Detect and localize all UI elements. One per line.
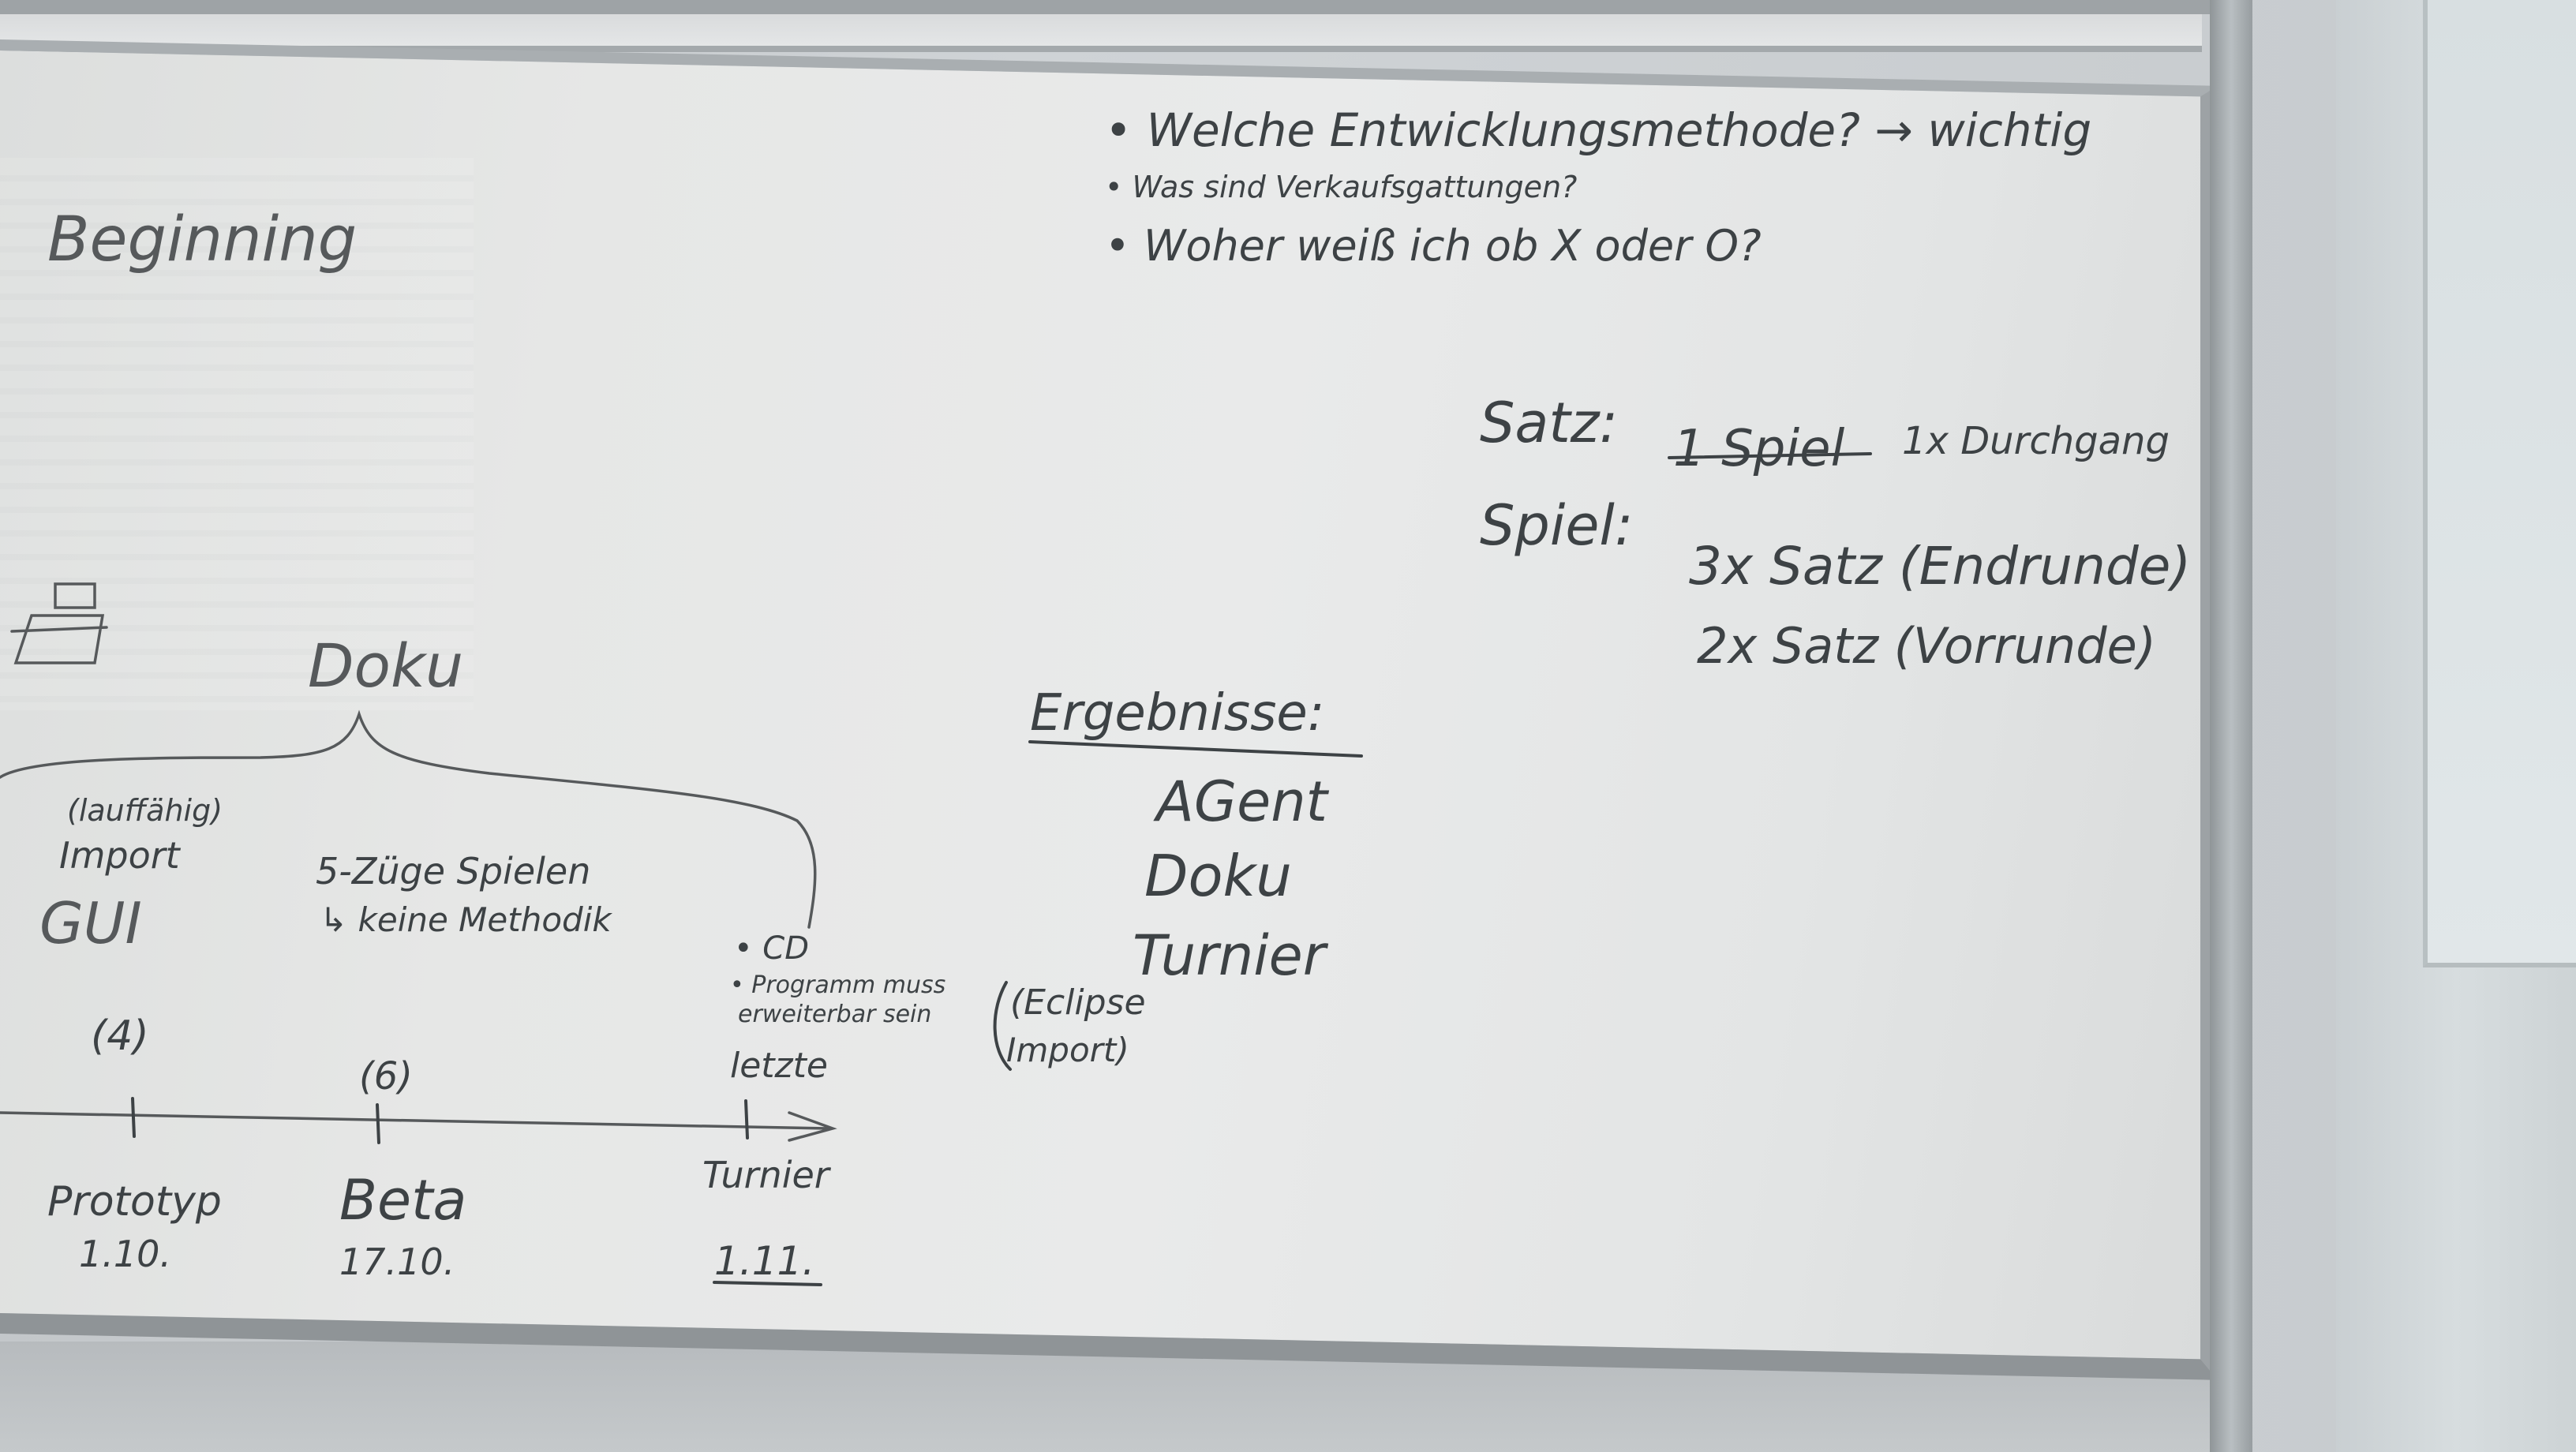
upper-board xyxy=(0,14,2202,52)
milestone-prototype-label: Prototyp xyxy=(47,1178,222,1226)
timeline-arrow xyxy=(0,1111,837,1142)
question-1: • Welche Entwicklungsmethode? → wichtig xyxy=(1105,103,2091,157)
milestone-beta-date: 17.10. xyxy=(339,1241,455,1283)
results-underline xyxy=(1028,740,1363,758)
board-top-rail xyxy=(0,0,2210,14)
results-item-doku: Doku xyxy=(1144,843,1292,909)
bracket-left xyxy=(993,981,1012,1071)
spiel-line-2: 2x Satz (Vorrunde) xyxy=(1697,617,2156,675)
timeline-tick xyxy=(744,1099,749,1140)
prototype-import: Import xyxy=(59,834,182,877)
results-item-agent: AGent xyxy=(1153,769,1330,834)
satz-value: 1x Durchgang xyxy=(1902,419,2170,463)
final-note-letzte: letzte xyxy=(730,1046,828,1086)
timeline-tick xyxy=(376,1103,380,1144)
question-3: • Woher weiß ich ob X oder O? xyxy=(1105,221,1762,271)
printer-doodle xyxy=(10,582,108,664)
final-note-eclipse: (Eclipse xyxy=(1010,982,1146,1023)
wall-panel xyxy=(2423,0,2576,967)
strike-through-line xyxy=(1668,452,1872,459)
milestone-turnier-label: Turnier xyxy=(702,1154,832,1196)
board-pole xyxy=(2210,0,2252,1452)
timeline-tick xyxy=(131,1097,136,1138)
question-2: • Was sind Verkaufsgattungen? xyxy=(1105,170,1577,204)
count-beta: (6) xyxy=(359,1054,413,1098)
prototype-gui: GUI xyxy=(39,890,142,956)
count-prototype: (4) xyxy=(91,1012,149,1060)
results-heading: Ergebnisse: xyxy=(1030,684,1324,743)
final-note-import: Import) xyxy=(1006,1031,1129,1069)
milestone-prototype-date: 1.10. xyxy=(79,1233,171,1275)
spiel-line-1: 3x Satz (Endrunde) xyxy=(1689,536,2191,597)
final-note-program-2: erweiterbar sein xyxy=(738,1001,931,1028)
milestone-turnier-date: 1.11. xyxy=(714,1238,814,1284)
doku-brace xyxy=(0,709,817,929)
satz-struck-text: 1 Spiel xyxy=(1673,420,1844,478)
doku-label: Doku xyxy=(308,631,463,701)
final-note-cd: • CD xyxy=(734,930,809,967)
beta-note-1: 5-Züge Spielen xyxy=(316,850,590,893)
beta-note-2: ↳ keine Methodik xyxy=(320,900,612,939)
prototype-parenthetical: (lauffähig) xyxy=(67,793,223,828)
heading-beginning: Beginning xyxy=(47,204,357,275)
satz-label: Satz: xyxy=(1480,391,1618,455)
results-item-turnier: Turnier xyxy=(1133,923,1329,988)
milestone-beta-label: Beta xyxy=(339,1168,466,1233)
date-underline xyxy=(713,1281,822,1286)
final-note-program-1: • Programm muss xyxy=(730,971,945,999)
spiel-label: Spiel: xyxy=(1480,493,1633,558)
